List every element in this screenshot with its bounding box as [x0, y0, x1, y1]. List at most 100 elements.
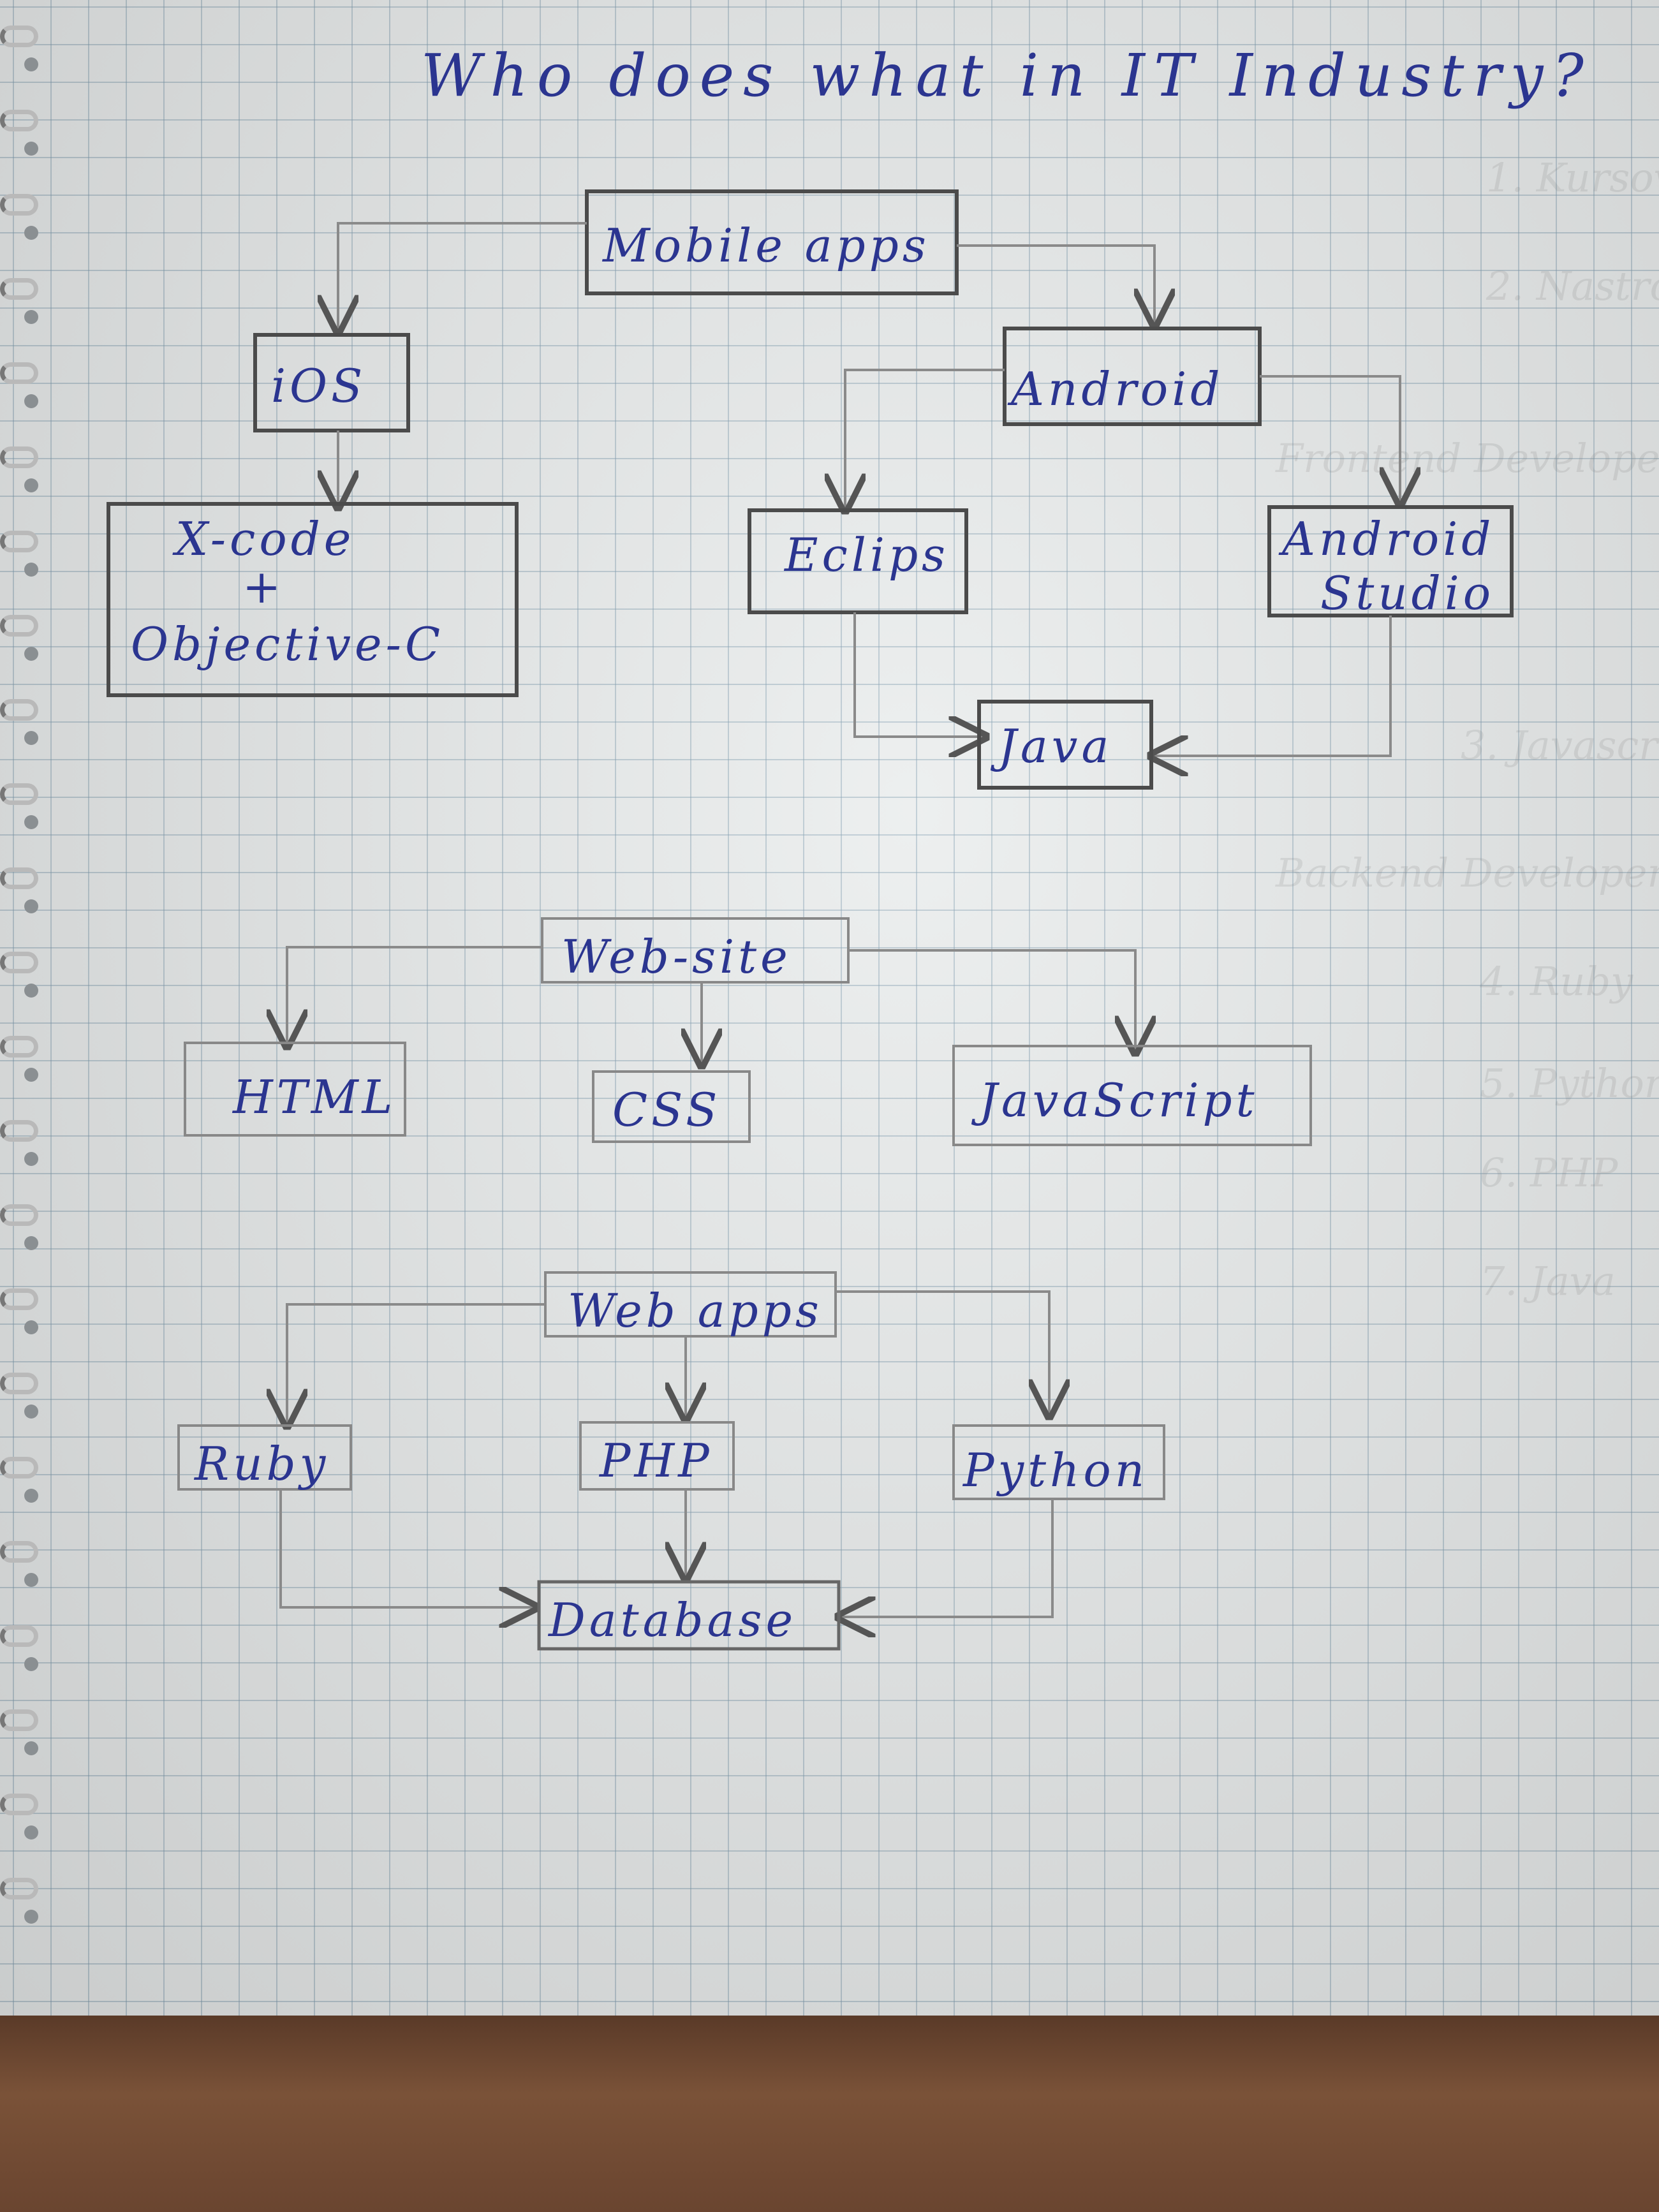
punch-hole [24, 142, 38, 156]
bleed-through-text: 1. Kursovaya 2. Nastroiki Frontend Devel… [1275, 154, 1659, 1304]
punch-hole [24, 815, 38, 829]
spiral-ring [0, 194, 38, 216]
web-site-label: Web-site [561, 930, 792, 984]
arrow-python-to-database [839, 1499, 1054, 1617]
mobile-apps-label: Mobile apps [601, 219, 930, 272]
arrow-webapps-to-ruby [287, 1303, 545, 1426]
java-box [977, 700, 1153, 790]
svg-text:7. Java: 7. Java [1480, 1258, 1616, 1304]
table-surface [0, 2016, 1659, 2212]
spiral-ring [0, 867, 38, 889]
spiral-ring [0, 699, 38, 721]
spiral-binding [0, 26, 45, 1971]
spiral-ring [0, 615, 38, 637]
punch-hole [24, 1320, 38, 1334]
arrow-website-to-javascript [848, 949, 1135, 1052]
punch-hole [24, 1236, 38, 1250]
it-industry-diagram: 1. Kursovaya 2. Nastroiki Frontend Devel… [107, 41, 1659, 1651]
ios-tools-line3: Objective-C [131, 617, 444, 671]
android-studio-line1: Android [1278, 512, 1494, 566]
ruby-label: Ruby [193, 1437, 329, 1491]
spiral-ring [0, 1036, 38, 1058]
spiral-ring [0, 531, 38, 552]
database-label: Database [547, 1593, 797, 1647]
arrow-mobile-to-ios [338, 222, 587, 332]
punch-hole [24, 1405, 38, 1419]
punch-hole [24, 478, 38, 492]
spiral-ring [0, 362, 38, 384]
spiral-ring [0, 1373, 38, 1394]
mobile-apps-box [585, 189, 959, 295]
spiral-ring [0, 1878, 38, 1899]
punch-hole [24, 1657, 38, 1671]
arrow-webapps-to-python [836, 1290, 1049, 1416]
punch-hole [24, 647, 38, 661]
ios-tools-line2: + [242, 560, 284, 614]
svg-text:1. Kursovaya: 1. Kursovaya [1486, 154, 1659, 201]
spiral-ring [0, 110, 38, 131]
punch-hole [24, 226, 38, 240]
punch-hole [24, 1910, 38, 1924]
spiral-ring [0, 783, 38, 805]
database-box [537, 1580, 841, 1651]
spiral-ring [0, 1541, 38, 1563]
punch-hole [24, 1152, 38, 1166]
php-box [579, 1421, 735, 1491]
spiral-ring [0, 1204, 38, 1226]
svg-text:4. Ruby: 4. Ruby [1479, 958, 1633, 1005]
punch-hole [24, 731, 38, 745]
punch-hole [24, 899, 38, 913]
css-box [592, 1070, 751, 1143]
spiral-ring [0, 1709, 38, 1731]
punch-hole [24, 57, 38, 71]
page-title: Who does what in IT Industry? [421, 41, 1593, 110]
spiral-ring [0, 26, 38, 47]
punch-hole [24, 563, 38, 577]
web-site-section: Web-site HTML CSS JavaScript [184, 917, 1312, 1146]
eclipse-box [748, 508, 968, 614]
arrow-eclipse-to-java [853, 612, 985, 737]
ruby-box [177, 1424, 352, 1491]
javascript-box [952, 1045, 1312, 1146]
arrow-android-to-eclipse [845, 369, 1005, 510]
spiral-ring [0, 1625, 38, 1647]
ios-label: iOS [271, 359, 366, 413]
android-label: Android [1007, 362, 1223, 416]
arrow-studio-to-java [1151, 616, 1392, 756]
arrow-mobile-to-android [957, 244, 1154, 325]
spiral-ring [0, 446, 38, 468]
web-apps-section: Web apps Ruby PHP Python Database [177, 1271, 1165, 1651]
python-box [952, 1424, 1165, 1500]
android-studio-line2: Studio [1320, 566, 1494, 620]
svg-text:3. Javascript: 3. Javascript [1461, 722, 1659, 769]
css-label: CSS [612, 1083, 721, 1137]
html-box [184, 1042, 406, 1137]
javascript-label: JavaScript [971, 1073, 1258, 1127]
java-label: Java [990, 719, 1112, 773]
spiral-ring [0, 1120, 38, 1142]
spiral-ring [0, 1457, 38, 1478]
punch-hole [24, 1068, 38, 1082]
ios-box [253, 333, 410, 432]
svg-text:5. Python: 5. Python [1480, 1060, 1659, 1107]
punch-hole [24, 310, 38, 324]
arrow-ruby-to-database [279, 1489, 536, 1607]
web-apps-label: Web apps [568, 1284, 823, 1338]
svg-text:Backend Developer: Backend Developer [1275, 850, 1659, 896]
ios-tools-box [107, 502, 519, 697]
spiral-ring [0, 952, 38, 973]
mobile-apps-section: Mobile apps iOS X-code + Objective-C And… [107, 189, 1514, 790]
ios-tools-line1: X-code [172, 512, 355, 566]
punch-hole [24, 984, 38, 998]
arrow-website-to-html [287, 946, 542, 1046]
punch-hole [24, 394, 38, 408]
punch-hole [24, 1489, 38, 1503]
spiral-ring [0, 1794, 38, 1815]
eclipse-label: Eclips [783, 528, 949, 582]
svg-text:2. Nastroiki: 2. Nastroiki [1486, 263, 1659, 309]
spiral-ring [0, 278, 38, 300]
punch-hole [24, 1573, 38, 1587]
spiral-ring [0, 1288, 38, 1310]
punch-hole [24, 1825, 38, 1840]
python-label: Python [962, 1443, 1148, 1497]
